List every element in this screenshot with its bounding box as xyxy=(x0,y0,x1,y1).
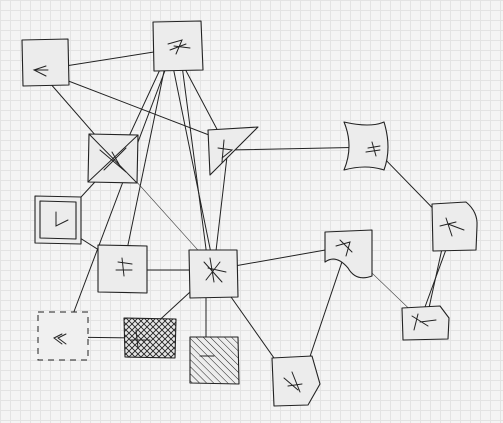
node-crosshatch-square[interactable] xyxy=(123,317,177,359)
edge-top-to-dashed[interactable] xyxy=(63,51,173,339)
edge-triangle-to-center[interactable] xyxy=(213,147,229,269)
node-hatched-square[interactable] xyxy=(189,336,240,385)
node-top-square[interactable] xyxy=(152,20,204,72)
node-topleft-square[interactable] xyxy=(21,38,70,87)
edge-top-to-rowleft[interactable] xyxy=(123,51,169,265)
edges xyxy=(39,47,456,393)
node-midleft-square[interactable] xyxy=(87,133,139,184)
node-triangle[interactable] xyxy=(207,126,259,176)
node-center-square[interactable] xyxy=(188,249,239,299)
node-curved-card[interactable] xyxy=(343,121,389,171)
node-double-frame-square[interactable] xyxy=(34,195,82,245)
edge-top-to-center-b[interactable] xyxy=(169,51,215,269)
node-rowleft-square[interactable] xyxy=(97,244,148,294)
node-dashed-square[interactable] xyxy=(37,311,89,361)
edge-top-to-center[interactable] xyxy=(179,49,210,273)
node-bottomright-card[interactable] xyxy=(401,305,450,341)
node-wave-card[interactable] xyxy=(324,229,373,279)
node-bottom-pentagon[interactable] xyxy=(271,355,321,407)
node-right-card[interactable] xyxy=(431,201,478,252)
edge-topleft-to-triangle[interactable] xyxy=(44,71,223,141)
